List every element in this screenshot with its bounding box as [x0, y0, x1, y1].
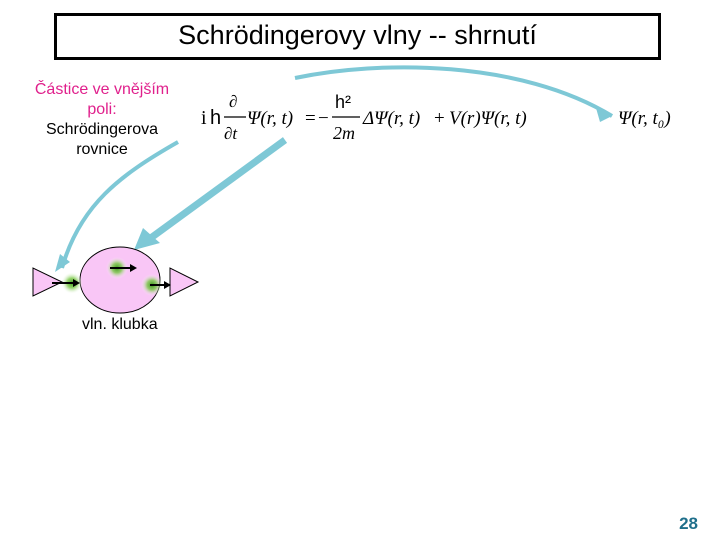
eq-i: i	[201, 107, 207, 129]
eq-psi-rt: Ψ(r, t)	[247, 108, 293, 129]
eq-minus: −	[318, 108, 329, 129]
eq-partial-num: ∂	[229, 92, 237, 111]
eq-equals: =	[305, 108, 316, 129]
right-triangle	[170, 268, 198, 296]
eq-partial-den: ∂t	[224, 124, 238, 143]
eq-potential-psi: V(r)Ψ(r, t)	[449, 108, 527, 129]
slide-number: 28	[679, 514, 698, 534]
wave-packet-label: vln. klubka	[82, 316, 158, 334]
eq-plus: +	[434, 108, 445, 129]
eq-initial-psi: Ψ(r, t₀)	[618, 108, 671, 129]
eq-h: h	[210, 107, 221, 129]
eq-h2: h²	[335, 92, 351, 112]
eq-2m: 2m	[333, 123, 355, 143]
eq-laplace-psi: ΔΨ(r, t)	[362, 108, 420, 129]
